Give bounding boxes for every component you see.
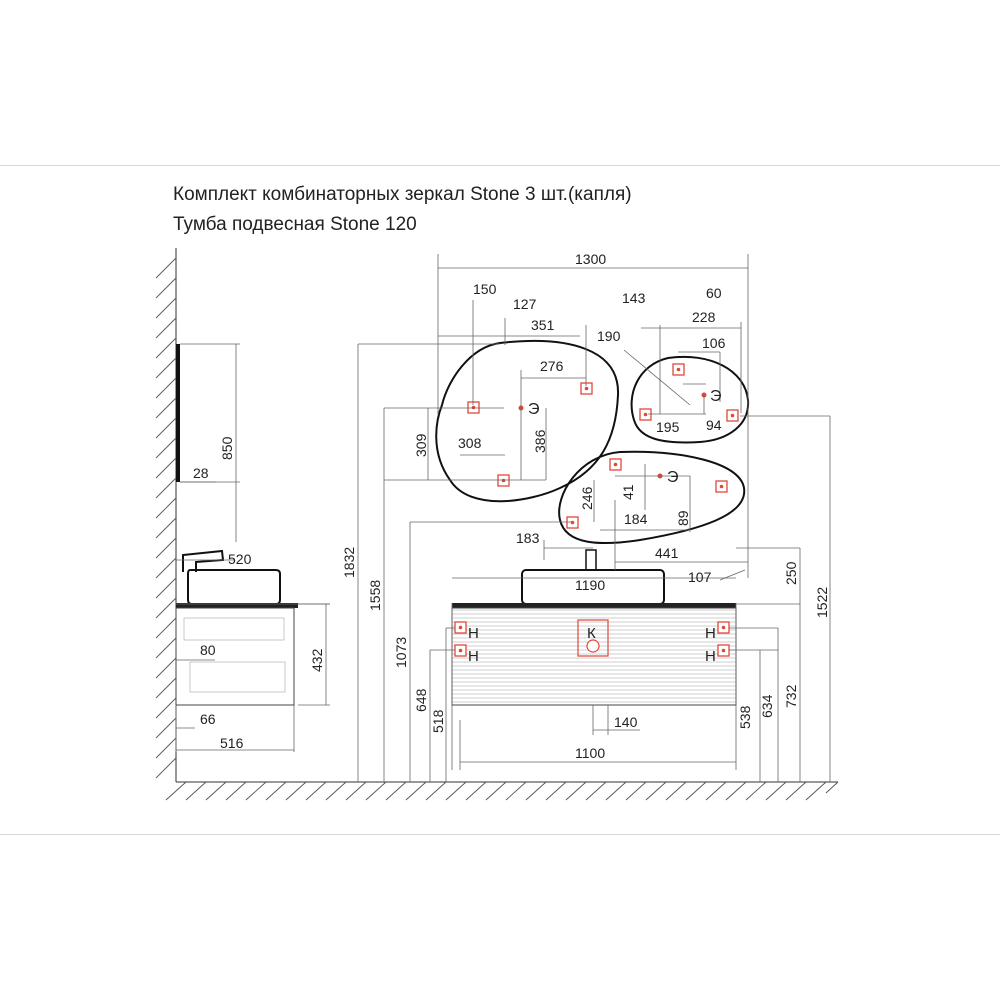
- dim-1073: 1073: [393, 637, 409, 668]
- dim-106: 106: [702, 335, 726, 351]
- dim-183: 183: [516, 530, 540, 546]
- dim-516: 516: [220, 735, 244, 751]
- floor: [165, 781, 839, 801]
- dim-107: 107: [688, 569, 712, 585]
- symbol-e-left: Э: [528, 401, 540, 418]
- dim-140: 140: [614, 714, 638, 730]
- dim-28: 28: [193, 465, 209, 481]
- dim-228: 228: [692, 309, 716, 325]
- dim-94: 94: [706, 417, 722, 433]
- dim-80: 80: [200, 642, 216, 658]
- dim-250: 250: [783, 561, 799, 585]
- dim-351: 351: [531, 317, 555, 333]
- connection-symbols: Э Э Э Н Н Н Н К: [468, 388, 722, 665]
- drawing-frame: [0, 165, 1000, 835]
- mirror-left: [435, 339, 620, 503]
- dim-66: 66: [200, 711, 216, 727]
- dim-184: 184: [624, 511, 648, 527]
- dim-648: 648: [413, 688, 429, 712]
- title-cabinet: Тумба подвесная Stone 120: [173, 214, 417, 235]
- dim-1558: 1558: [367, 580, 383, 611]
- dim-309: 309: [413, 433, 429, 457]
- wall-left: [155, 248, 177, 782]
- dim-386: 386: [532, 429, 548, 453]
- front-basin: [452, 549, 736, 608]
- dim-1300: 1300: [575, 251, 606, 267]
- dim-520: 520: [228, 551, 252, 567]
- side-cabinet: [175, 603, 330, 706]
- symbol-h-3: Н: [705, 625, 716, 642]
- dimension-lines: [175, 254, 831, 782]
- dim-732: 732: [783, 684, 799, 708]
- dim-634: 634: [759, 694, 775, 718]
- symbol-e-right: Э: [710, 388, 722, 405]
- dim-276: 276: [540, 358, 564, 374]
- dim-432: 432: [309, 648, 325, 672]
- mirror-right-top: [630, 355, 750, 444]
- dim-89: 89: [675, 510, 691, 526]
- front-cabinet: [451, 607, 737, 706]
- dim-1522: 1522: [814, 587, 830, 618]
- dim-1832: 1832: [341, 547, 357, 578]
- side-basin: [176, 549, 298, 608]
- dim-60: 60: [706, 285, 722, 301]
- symbol-h-2: Н: [468, 648, 479, 665]
- symbol-h-4: Н: [705, 648, 716, 665]
- dim-850: 850: [219, 436, 235, 460]
- mirror-bottom: [558, 450, 746, 545]
- connection-markers: [454, 363, 739, 657]
- dim-441: 441: [655, 545, 679, 561]
- dim-195: 195: [656, 419, 680, 435]
- dim-308: 308: [458, 435, 482, 451]
- dim-518: 518: [430, 709, 446, 733]
- dimension-labels: 1300 150 127 351 143 60 228 190 106 276 …: [193, 251, 830, 761]
- symbol-k: К: [587, 625, 596, 642]
- dim-1190: 1190: [575, 577, 605, 593]
- symbol-h-1: Н: [468, 625, 479, 642]
- dim-538: 538: [737, 705, 753, 729]
- dim-127: 127: [513, 296, 537, 312]
- dim-150: 150: [473, 281, 497, 297]
- dim-246: 246: [579, 486, 595, 510]
- dim-143: 143: [622, 290, 646, 306]
- dim-1100: 1100: [575, 745, 605, 761]
- dim-190: 190: [597, 328, 621, 344]
- dim-41: 41: [620, 484, 636, 500]
- title-mirror-set: Комплект комбинаторных зеркал Stone 3 шт…: [173, 184, 632, 205]
- symbol-e-bottom: Э: [667, 469, 679, 486]
